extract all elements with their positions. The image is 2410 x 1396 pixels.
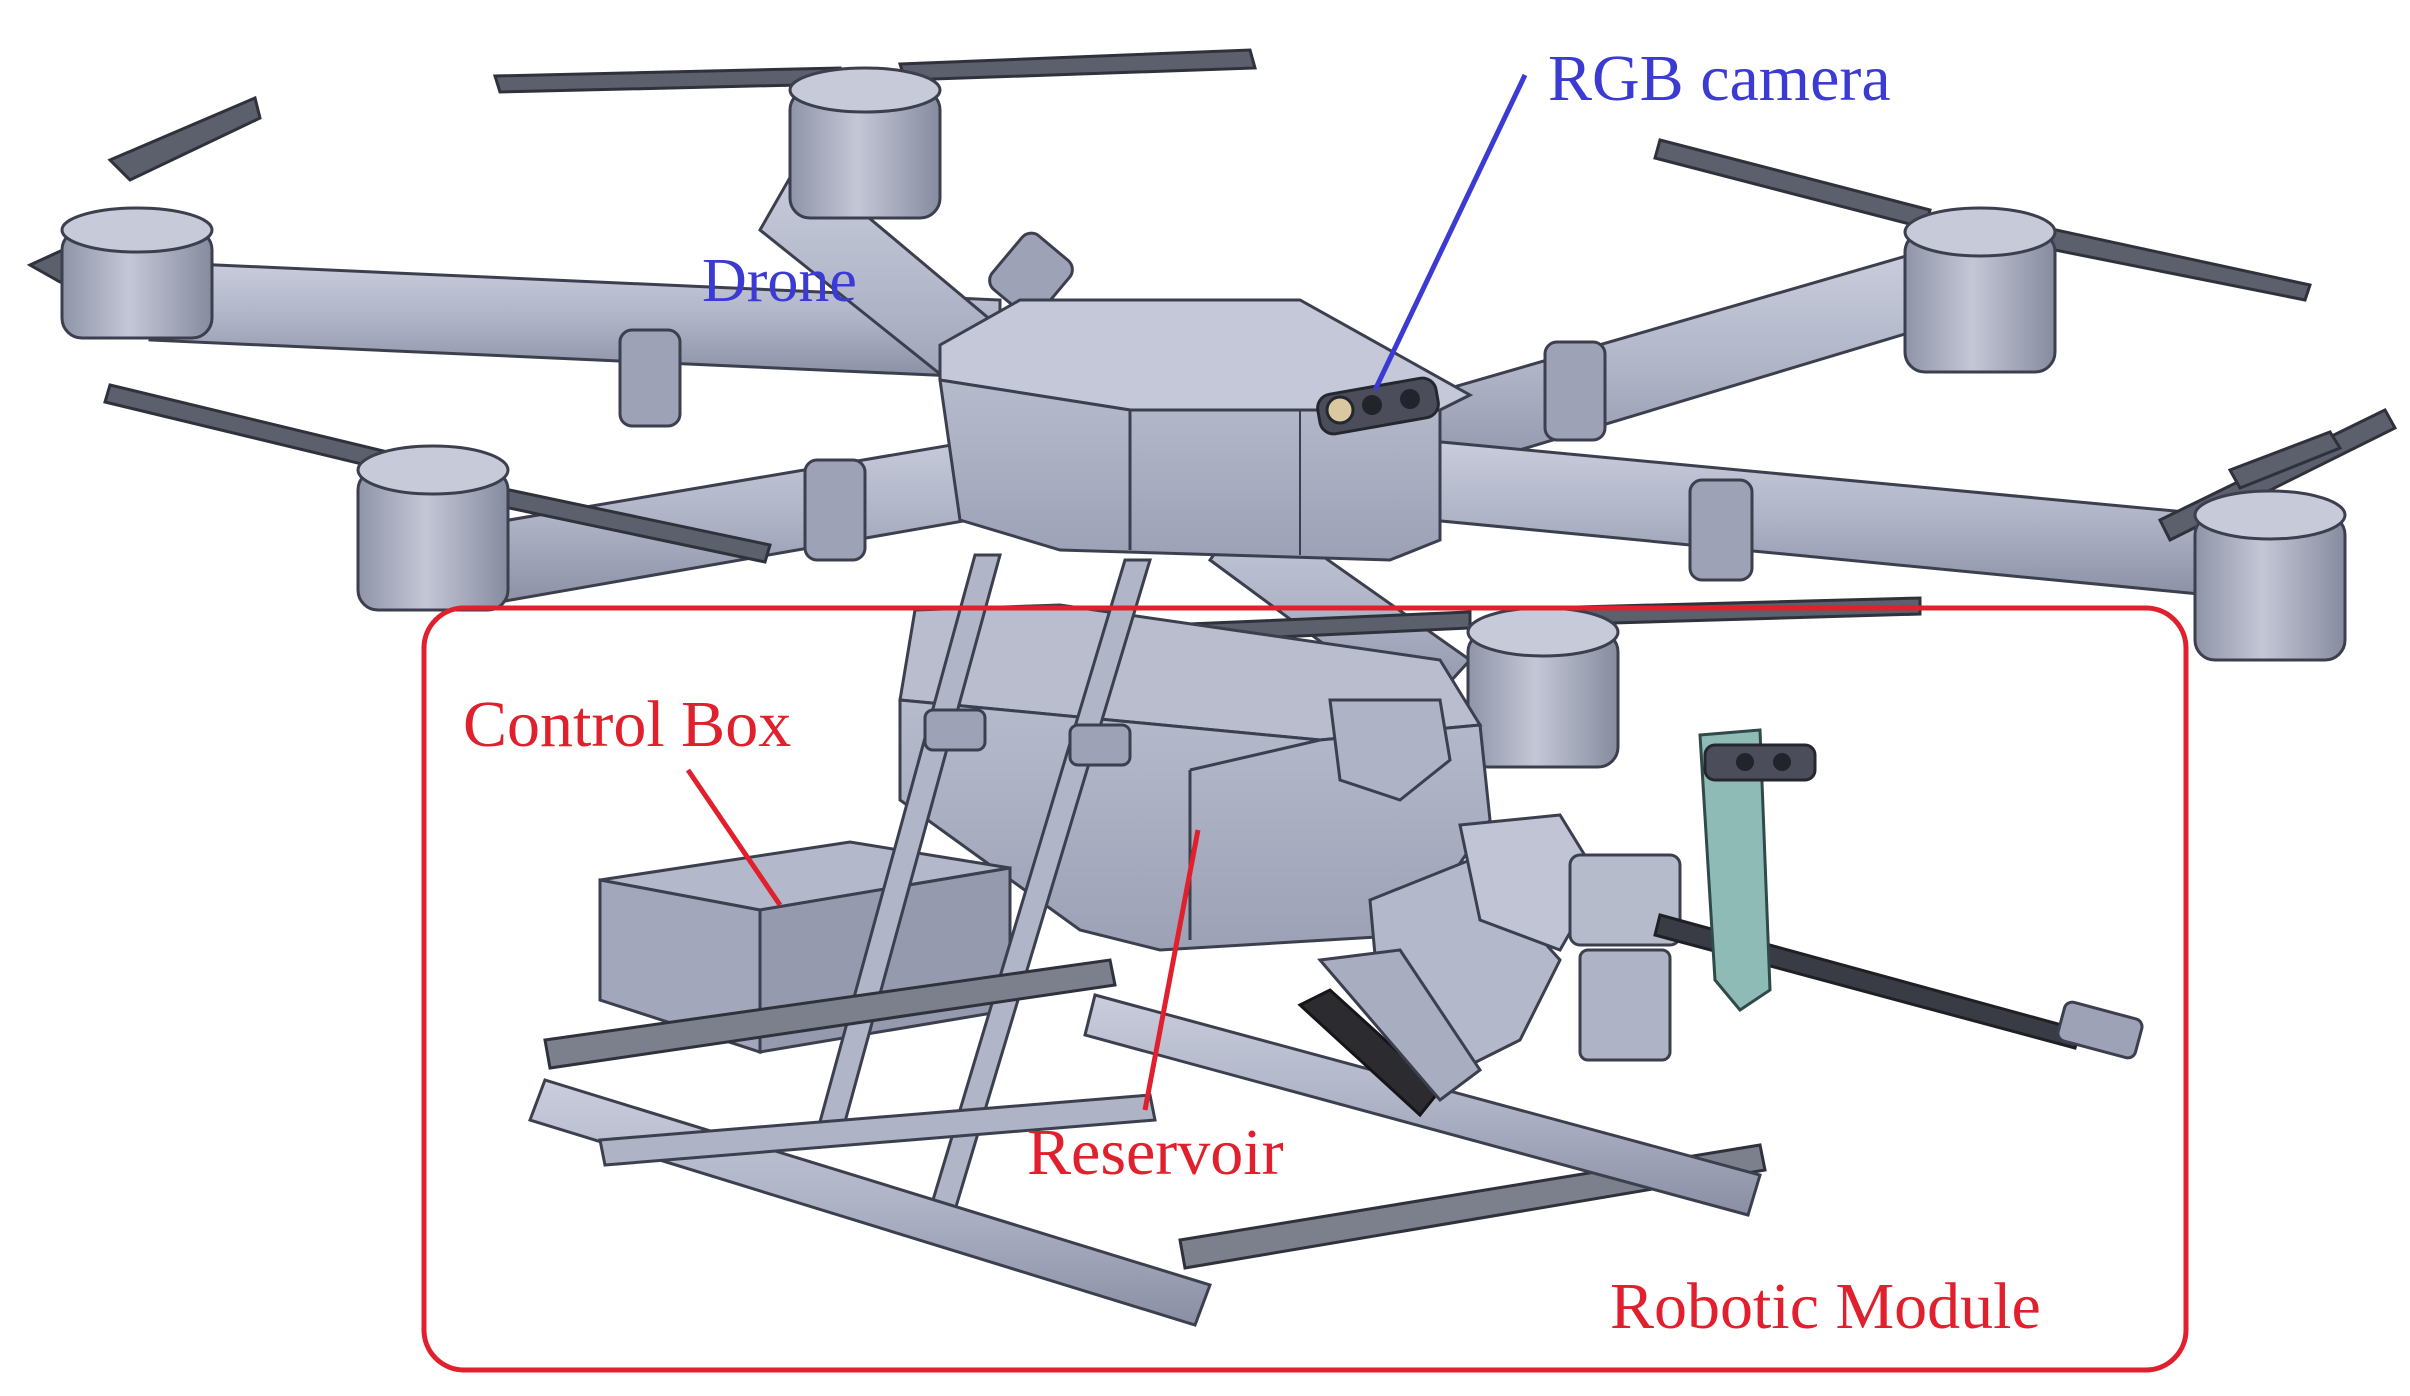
reservoir-pointer [1142,829,1201,1111]
rgb-camera-label: RGB camera [1548,42,1891,115]
robotic-module-frame [421,605,2189,1373]
propeller-blade [107,95,262,182]
motor-top [1466,606,1620,658]
reservoir-outlet [1328,698,1452,802]
arm-clamp [988,231,1074,319]
hub-body [938,378,1442,562]
propellers [26,48,2398,769]
motor-top [788,66,942,114]
robotic-module-label: Robotic Module [1610,1270,2041,1343]
propeller-blade [492,66,842,94]
drone-label: Drone [702,247,857,315]
propeller-blade [1653,138,1932,230]
robotic-module-assembly [528,553,2144,1327]
motor-top [356,444,510,496]
drone-hub [938,298,1474,562]
arm-clamp [803,458,867,562]
sensor-camera [1703,743,1817,782]
arm-clamp [618,328,682,428]
skid-rail [543,958,1117,1070]
arm-actuator [1568,853,1682,947]
arm-bracket [1578,948,1672,1062]
reservoir-label: Reservoir [1027,1116,1284,1189]
motor-top [2193,489,2347,541]
motor-top [1903,206,2057,258]
camera-pointer [1372,73,1528,392]
control-box-label: Control Box [463,688,792,761]
probe-tip [2056,1000,2144,1060]
sensor-mount [1698,728,1772,1012]
gripper-frame [1317,948,1483,1103]
propeller-blade [2227,430,2343,490]
skid-crossbar [598,1093,1157,1167]
annotations [421,73,2189,1373]
propeller-blade [103,383,402,474]
arm-clamp [1688,478,1754,582]
motor-top [60,206,214,254]
arm-clamp [1543,340,1607,442]
arm-front-right [1408,438,2272,602]
control-box-pointer [685,768,783,907]
propeller-blade [897,48,1257,82]
